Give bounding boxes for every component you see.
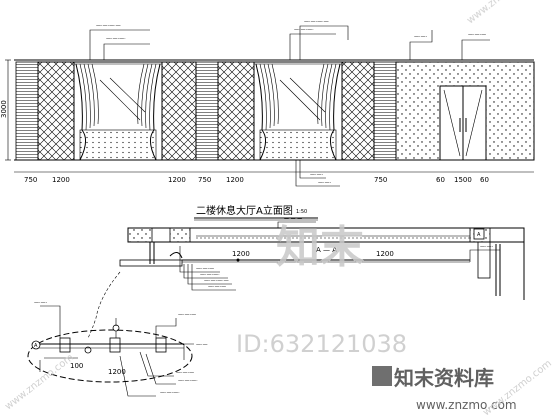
section-dim: 1200 bbox=[376, 250, 394, 258]
svg-text:—·—·—·: —·—·—· bbox=[106, 36, 126, 42]
svg-text:—·—·—: —·—·— bbox=[176, 370, 194, 376]
wall-cladding-panel bbox=[373, 61, 397, 161]
height-label: 3000 bbox=[0, 100, 8, 118]
dim-label: 60 bbox=[436, 176, 445, 184]
svg-text:www.znzmo.com: www.znzmo.com bbox=[465, 0, 538, 26]
svg-text:—·—·: —·—· bbox=[318, 180, 332, 186]
svg-text:—·—·: —·—· bbox=[480, 244, 494, 250]
lattice-screen bbox=[341, 61, 375, 161]
elevation-title-block: 二楼休息大厅A立面图 1:50 bbox=[194, 204, 318, 221]
svg-text:—·—·: —·—· bbox=[310, 172, 324, 178]
annotation-leaders: —·—·—· —·—·—·— —·—·—· —·—·—·— —·—· —·—·—… bbox=[89, 19, 490, 187]
svg-text:—·—·—: —·—·— bbox=[208, 284, 226, 290]
detail-dim: 1200 bbox=[108, 368, 126, 376]
double-glass-door bbox=[439, 85, 487, 161]
dim-label: 1200 bbox=[52, 176, 70, 184]
lattice-screen bbox=[217, 61, 255, 161]
svg-text:—·—·—: —·—·— bbox=[284, 216, 302, 222]
dim-label: 750 bbox=[24, 176, 37, 184]
svg-text:—·—·: —·—· bbox=[414, 34, 428, 40]
window-with-curtains-right bbox=[253, 61, 343, 161]
svg-text:—·—·—: —·—·— bbox=[468, 32, 486, 38]
detail-ellipse bbox=[27, 329, 193, 383]
watermark-site: www.znzmo.com bbox=[416, 398, 517, 412]
svg-text:—·—·—: —·—·— bbox=[196, 266, 214, 272]
svg-text:—·—·—: —·—·— bbox=[178, 312, 196, 318]
dim-label: 1200 bbox=[168, 176, 186, 184]
lattice-screen bbox=[37, 61, 75, 161]
svg-text:—·—: —·— bbox=[196, 342, 208, 348]
section-dim: 1200 bbox=[232, 250, 250, 258]
window-with-curtains-left bbox=[73, 61, 163, 161]
section-marker: A bbox=[477, 232, 481, 238]
watermark-brand-big: 知末 bbox=[276, 222, 364, 273]
svg-text:—·—·—·—: —·—·—·— bbox=[204, 278, 229, 284]
elevation-title: 二楼休息大厅A立面图 bbox=[196, 204, 293, 217]
svg-text:—·—·—·: —·—·—· bbox=[160, 390, 180, 396]
dim-label: 1500 bbox=[454, 176, 472, 184]
dimension-row: 750 1200 1200 750 1200 750 60 1500 60 bbox=[14, 171, 534, 184]
watermark-brand-cn: 知末资料库 bbox=[394, 366, 494, 390]
detail-dim: 100 bbox=[70, 362, 83, 370]
wall-cladding-panel bbox=[195, 61, 219, 161]
dim-label: 750 bbox=[198, 176, 211, 184]
section-a-a: A 1200 1200 A — A —·—·— —·—·—· —·—·—·— —… bbox=[119, 216, 525, 300]
svg-text:—·—·—·—: —·—·—·— bbox=[304, 19, 329, 25]
dim-label: 750 bbox=[374, 176, 387, 184]
svg-text:—·—·—·: —·—·—· bbox=[178, 378, 198, 384]
svg-text:—·—·—·—: —·—·—·— bbox=[96, 23, 121, 29]
elevation: —·—·—· —·—·—·— —·—·—· —·—·—·— —·—· —·—·—… bbox=[0, 19, 535, 221]
svg-text:—·—·—·: —·—·—· bbox=[200, 272, 220, 278]
wall-cladding-panel bbox=[15, 61, 39, 161]
detail-marker: A bbox=[34, 343, 38, 349]
section-label: A — A bbox=[316, 246, 337, 254]
height-dimension: 3000 bbox=[0, 59, 11, 161]
dim-label: 60 bbox=[480, 176, 489, 184]
lattice-screen bbox=[161, 61, 197, 161]
svg-text:—·—·—·: —·—·—· bbox=[294, 27, 314, 33]
detail-callout: 100 1200 A —·—· —·—·— —·— —·—·— —·—·—· —… bbox=[27, 271, 208, 397]
watermark-logo bbox=[372, 366, 392, 386]
elevation-scale: 1:50 bbox=[296, 209, 307, 215]
watermark-id: ID:632121038 bbox=[236, 330, 407, 358]
svg-text:—·—·: —·—· bbox=[34, 300, 48, 306]
dim-label: 1200 bbox=[226, 176, 244, 184]
svg-text:www.znzmo.com: www.znzmo.com bbox=[3, 352, 76, 412]
